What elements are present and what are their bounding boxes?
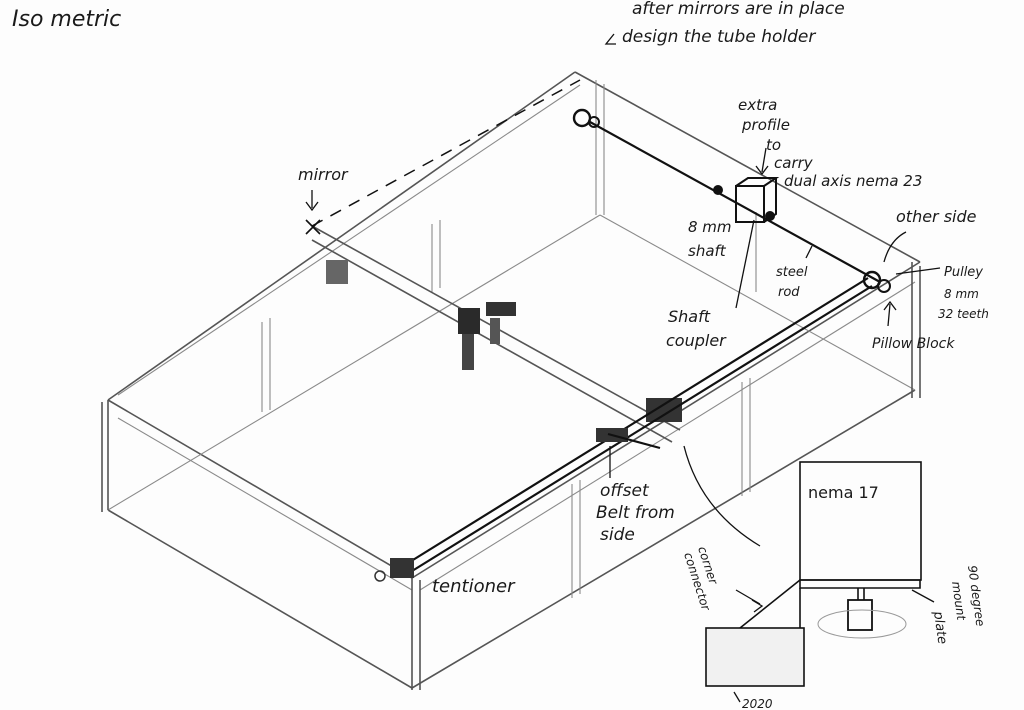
shaft-coupler-line1: Shaft: [668, 307, 711, 326]
other-side-label: other side: [896, 207, 977, 226]
nema17-motor: [799, 461, 922, 581]
steel-rod-line2: rod: [778, 285, 800, 300]
mount-plate: [799, 579, 921, 589]
profile-2020-arrow-icon: [733, 691, 741, 703]
mirror-label: mirror: [298, 165, 349, 184]
pulley-rotation-mark: [817, 609, 907, 639]
leader-arrows: [305, 33, 941, 703]
shaft-coupler-arrow-icon: [735, 219, 755, 309]
pillow-block-arrow-icon: [883, 300, 897, 327]
offset-line1: offset: [600, 481, 650, 501]
nema17-shaft: [857, 588, 865, 600]
pulley-line1: Pulley: [944, 265, 983, 280]
frame-top-back-left-rail-inner: [117, 84, 581, 396]
corner-connector-arrow-icon: [735, 589, 764, 613]
laser-head-body: [458, 308, 480, 334]
frame-top-front-left-rail-inner: [117, 417, 413, 591]
back-pulley: [572, 108, 592, 128]
extra-profile-line2: profile: [741, 116, 790, 134]
offset-line2: Belt from: [596, 503, 675, 523]
mount-plate-line2: mount: [949, 580, 968, 622]
detail-callout-arrow-icon: [683, 445, 761, 547]
belt-front-inner: [403, 285, 873, 577]
nema17-label: nema 17: [808, 483, 879, 502]
title: Iso metric: [12, 7, 121, 32]
frame-bottom-back-right-rail: [599, 214, 916, 391]
pulley-line3: 32 teeth: [938, 307, 989, 321]
frame-top-front-right-rail-inner: [419, 281, 916, 591]
mount-detail-inset: [705, 461, 922, 687]
pulley-arrow-icon: [895, 267, 941, 275]
x-gantry: [305, 79, 682, 443]
frame-bottom-back-left-rail: [107, 214, 601, 511]
extra-profile-line5: dual axis nema 23: [784, 172, 922, 190]
back-pillow-block: [588, 116, 600, 128]
shaft-size-line2: shaft: [688, 242, 727, 260]
annotations: Iso metric after mirrors are in place de…: [12, 0, 989, 710]
mount-plate-line3: plate: [930, 609, 950, 645]
drive-system: [374, 108, 891, 582]
shaft-coupler-right: [765, 211, 775, 221]
extra-profile-line4: carry: [774, 154, 814, 172]
design-note-line1: after mirrors are in place: [632, 0, 845, 19]
mirror-arrow-icon: [305, 190, 319, 212]
shaft-coupler-line2: coupler: [666, 331, 727, 350]
extra-profile-line1: extra: [738, 96, 777, 114]
pulley-line2: 8 mm: [944, 287, 979, 301]
frame-top-back-left-rail: [107, 71, 576, 401]
laser-head: [458, 302, 516, 370]
steel-rod-arrow-icon: [805, 245, 813, 259]
profile-2020-block: [705, 627, 805, 687]
front-pulley: [862, 270, 882, 290]
extra-profile-line3: to: [766, 136, 781, 154]
frame-structure: [101, 71, 921, 690]
steel-rod-line1: steel: [776, 265, 808, 280]
tentioner-bolt: [374, 570, 386, 582]
laser-head-carriage: [486, 302, 516, 316]
nema23-motor-box: [735, 185, 765, 223]
laser-nozzle: [462, 334, 474, 370]
belt-clamp-arm: [607, 432, 661, 450]
left-gantry-carriage: [326, 260, 348, 284]
profile-2020-label: 2020: [742, 697, 773, 710]
right-gantry-carriage: [646, 398, 682, 422]
design-note-line2: design the tube holder: [622, 27, 816, 47]
shaft-size-line1: 8 mm: [688, 218, 732, 236]
other-side-arrow-icon: [883, 231, 907, 263]
shaft-coupler-left: [713, 185, 723, 195]
tentioner-label: tentioner: [432, 576, 516, 597]
extra-profile-arrow-icon: [755, 147, 769, 176]
laser-beam-dashed-line: [311, 79, 581, 227]
frame-bottom-front-right-rail: [411, 389, 916, 689]
mount-plate-arrow-icon: [911, 589, 935, 603]
belt-tentioner: [390, 558, 414, 578]
frame-top-back-right-rail: [574, 71, 921, 263]
frame-bottom-front-left-rail: [107, 509, 413, 689]
nema17-pulley: [847, 599, 873, 631]
note-arrow-icon: [604, 33, 616, 45]
belt-front-outer: [399, 277, 869, 569]
offset-line3: side: [600, 525, 635, 545]
pillow-block-label: Pillow Block: [872, 336, 955, 352]
pillow-block: [877, 279, 891, 293]
laser-head-plate: [490, 318, 500, 344]
frame-top-front-left-rail: [107, 399, 413, 579]
